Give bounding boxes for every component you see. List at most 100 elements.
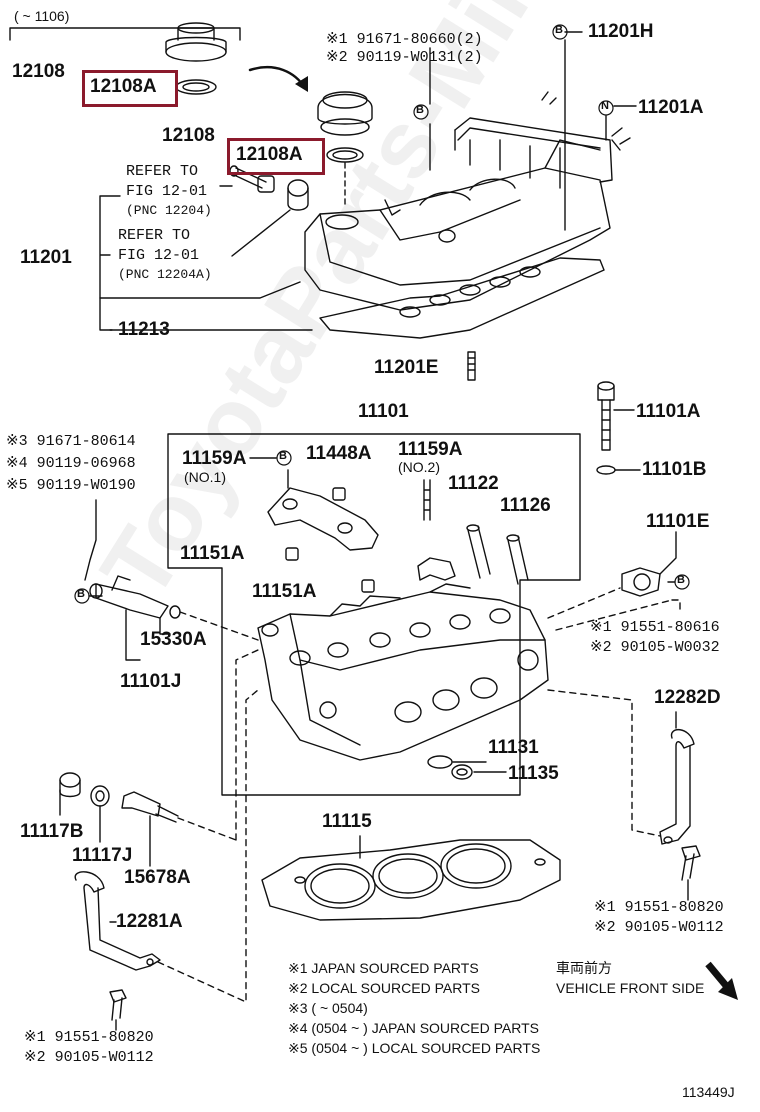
refer-line: REFER TO bbox=[118, 227, 191, 244]
part-label[interactable]: 11151A bbox=[180, 543, 245, 564]
ref-number[interactable]: ※4 90119-06968 bbox=[6, 455, 136, 472]
ref-number[interactable]: ※2 90105-W0112 bbox=[24, 1049, 154, 1066]
highlight-box bbox=[82, 70, 178, 107]
notes-block: ※1 JAPAN SOURCED PARTS ※2 LOCAL SOURCED … bbox=[288, 958, 540, 1058]
part-label[interactable]: 11115 bbox=[322, 811, 372, 832]
union-15678A bbox=[121, 791, 179, 823]
part-label[interactable]: 11131 bbox=[488, 737, 539, 758]
part-label[interactable]: 12108 bbox=[12, 61, 65, 82]
note-line: ※5 (0504 ~ ) LOCAL SOURCED PARTS bbox=[288, 1040, 541, 1056]
part-label[interactable]: 11159A bbox=[182, 448, 247, 469]
part-label[interactable]: 11135 bbox=[508, 763, 559, 784]
ref-number[interactable]: ※5 90119-W0190 bbox=[6, 477, 136, 494]
ref-number[interactable]: ※1 91551-80616 bbox=[590, 619, 720, 636]
marker-b: B bbox=[416, 104, 424, 116]
part-label[interactable]: 15330A bbox=[140, 629, 207, 650]
part-label[interactable]: 11101J bbox=[120, 671, 182, 692]
refer-line: FIG 12-01 bbox=[118, 247, 200, 264]
marker-b: B bbox=[555, 24, 563, 36]
head-bolt bbox=[597, 381, 615, 451]
oil-filler-cap-2 bbox=[317, 91, 373, 163]
note-line: ※4 (0504 ~ ) JAPAN SOURCED PARTS bbox=[288, 1020, 539, 1036]
oil-seals bbox=[427, 755, 473, 780]
head-assembly-box bbox=[167, 433, 581, 796]
cylinder-head-cover bbox=[304, 91, 631, 311]
marker-b: B bbox=[279, 450, 287, 462]
engine-hanger-front bbox=[74, 871, 161, 971]
part-label[interactable]: 12108 bbox=[162, 125, 215, 146]
part-label[interactable]: 11201H bbox=[588, 21, 654, 42]
part-label[interactable]: 11122 bbox=[448, 473, 499, 494]
ref-number[interactable]: ※3 91671-80614 bbox=[6, 433, 136, 450]
note-line: ※3 ( ~ 0504) bbox=[288, 1000, 368, 1016]
range-note: ( ~ 1106) bbox=[14, 8, 70, 24]
part-label[interactable]: 15678A bbox=[124, 867, 191, 888]
ref-number[interactable]: ※2 90105-W0032 bbox=[590, 639, 720, 656]
marker-b: B bbox=[677, 574, 685, 586]
marker-circles bbox=[74, 24, 690, 604]
part-label[interactable]: 11101A bbox=[636, 401, 701, 422]
marker-n: N bbox=[601, 100, 609, 112]
part-label[interactable]: 11117B bbox=[20, 821, 84, 842]
marker-b: B bbox=[77, 588, 85, 600]
spark-plug-tubes bbox=[466, 524, 529, 585]
refer-line: (PNC 12204A) bbox=[118, 267, 212, 282]
head-washer bbox=[596, 465, 616, 475]
part-label[interactable]: 11448A bbox=[306, 443, 372, 464]
refer-line: REFER TO bbox=[126, 163, 199, 180]
ref-number[interactable]: ※1 91671-80660(2) bbox=[326, 31, 483, 48]
camshaft-bearing-cap bbox=[267, 469, 379, 551]
part-label[interactable]: 11101B bbox=[642, 459, 707, 480]
oil-control-valve bbox=[89, 575, 181, 619]
refer-line: FIG 12-01 bbox=[126, 183, 208, 200]
engine-hanger-rear bbox=[659, 729, 695, 845]
ref-number[interactable]: ※1 91551-80820 bbox=[24, 1029, 154, 1046]
part-label[interactable]: 11213 bbox=[118, 319, 170, 340]
part-label[interactable]: 11101E bbox=[646, 511, 710, 532]
note-line: ※2 LOCAL SOURCED PARTS bbox=[288, 980, 480, 996]
hollow-pin bbox=[332, 487, 346, 501]
part-label[interactable]: 12281A bbox=[116, 911, 183, 932]
part-label-highlighted[interactable]: 12108A bbox=[236, 144, 303, 165]
part-sub-label: (NO.2) bbox=[398, 459, 440, 475]
stud-small bbox=[423, 479, 431, 521]
plug-11117B bbox=[59, 772, 81, 798]
hanger-bolt-rear bbox=[681, 845, 701, 881]
oil-pressure-switch bbox=[621, 567, 661, 597]
part-label[interactable]: 12282D bbox=[654, 687, 721, 708]
grommet bbox=[287, 179, 309, 211]
part-label[interactable]: 11117J bbox=[72, 845, 133, 866]
note-line: ※1 JAPAN SOURCED PARTS bbox=[288, 960, 479, 976]
ref-number[interactable]: ※1 91551-80820 bbox=[594, 899, 724, 916]
part-label-highlighted[interactable]: 12108A bbox=[90, 76, 157, 97]
part-label[interactable]: 11126 bbox=[500, 495, 551, 516]
cylinder-head bbox=[257, 583, 549, 761]
part-label[interactable]: 11201A bbox=[638, 97, 704, 118]
part-sub-label: (NO.1) bbox=[184, 469, 226, 485]
gasket-11117J bbox=[90, 785, 110, 807]
range-bracket bbox=[9, 27, 241, 41]
front-arrow bbox=[705, 961, 731, 991]
bearing-cap-2 bbox=[417, 557, 456, 581]
ref-number[interactable]: ※2 90119-W0131(2) bbox=[326, 49, 483, 66]
oil-filler-cap-1 bbox=[165, 22, 227, 95]
refer-line: (PNC 12204) bbox=[126, 203, 212, 218]
part-label[interactable]: 11101 bbox=[358, 401, 409, 422]
pcv-valve bbox=[229, 165, 275, 193]
ref-number[interactable]: ※2 90105-W0112 bbox=[594, 919, 724, 936]
guide-bushing bbox=[285, 547, 375, 593]
figure-id: 113449J bbox=[682, 1084, 735, 1100]
cover-gasket bbox=[319, 257, 605, 339]
highlight-box bbox=[227, 138, 325, 175]
part-label[interactable]: 11159A bbox=[398, 439, 463, 460]
front-label-jp: 車両前方 bbox=[556, 960, 612, 976]
hanger-bolt-front bbox=[109, 989, 127, 1021]
stud bbox=[467, 351, 476, 381]
part-label[interactable]: 11151A bbox=[252, 581, 317, 602]
head-gasket bbox=[261, 839, 561, 921]
part-label[interactable]: 11201 bbox=[20, 247, 72, 268]
part-label[interactable]: 11201E bbox=[374, 357, 439, 378]
front-label-en: VEHICLE FRONT SIDE bbox=[556, 980, 705, 996]
